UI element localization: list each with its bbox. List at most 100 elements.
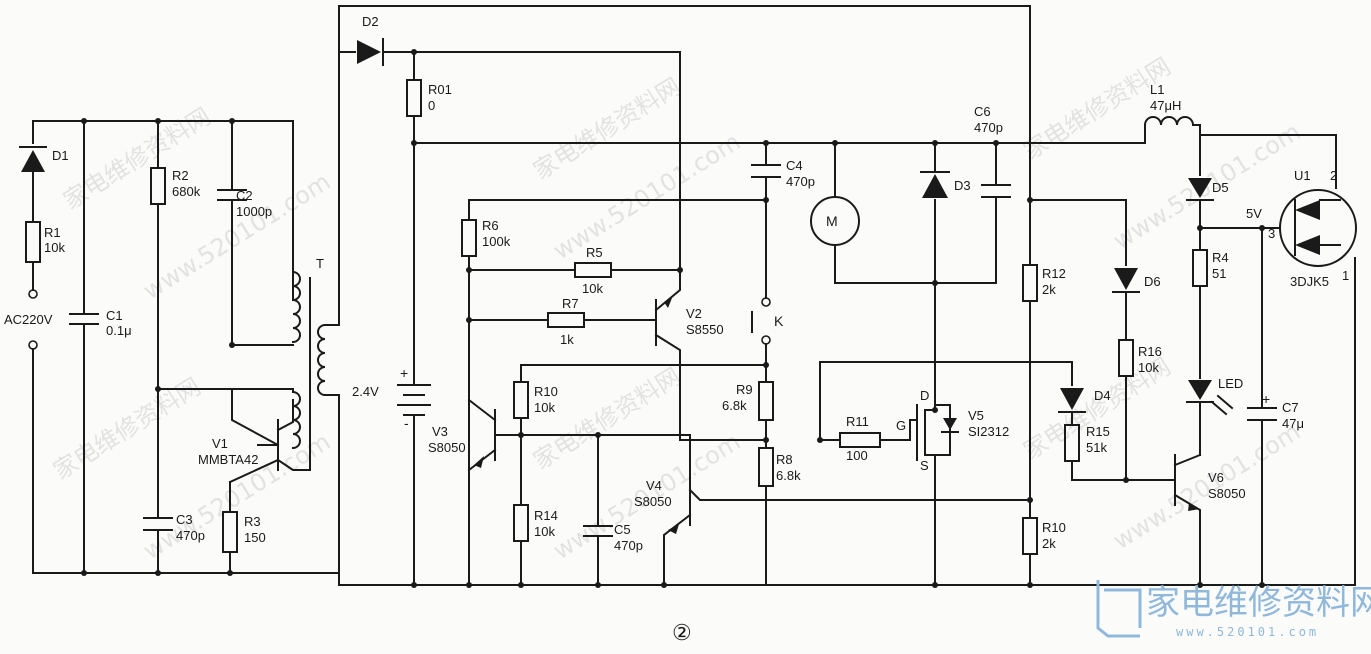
label-r6: R6 [482, 218, 499, 233]
wire [467, 398, 497, 586]
wire [32, 120, 294, 301]
label-r7-value: 1k [560, 332, 574, 347]
label-pin3: 3 [1268, 226, 1275, 241]
switch-k-terminal [761, 297, 771, 307]
label-v2: V2 [686, 306, 702, 321]
diode-d6-icon [1114, 268, 1138, 290]
label-r14-value: 10k [534, 524, 555, 539]
resistor-r12-icon [1022, 264, 1038, 302]
wire [1294, 199, 1341, 256]
wire [654, 269, 767, 441]
label-led: LED [1218, 376, 1243, 391]
label-v5: V5 [968, 408, 984, 423]
label-v3: V3 [432, 424, 448, 439]
label-r1: R1 [44, 225, 61, 240]
resistor-r10b-icon [1022, 517, 1038, 555]
motor-icon [810, 196, 860, 246]
wire [819, 361, 1073, 441]
label-t: T [316, 256, 324, 271]
wire [819, 419, 918, 441]
label-r2-value: 680k [172, 184, 201, 199]
wire [1029, 199, 1127, 266]
label-r1-value: 10k [44, 240, 65, 255]
watermark-text: 家电维修资料网 [528, 362, 685, 475]
wire [1071, 411, 1127, 481]
label-r14: R14 [534, 508, 558, 523]
label-c2: C2 [236, 188, 253, 203]
junction-dots [81, 49, 1265, 588]
label-r4: R4 [1212, 250, 1229, 265]
label-k: K [774, 313, 784, 329]
label-pin2: 2 [1330, 168, 1337, 183]
label-r4-value: 51 [1212, 266, 1226, 281]
u1-diode-icon [1295, 235, 1320, 255]
label-r10a: R10 [534, 384, 558, 399]
label-d5: D5 [1212, 180, 1229, 195]
label-c4: C4 [786, 158, 803, 173]
label-pin1: 1 [1342, 268, 1349, 283]
resistor-r16-icon [1118, 339, 1134, 377]
u1-diode-icon [1295, 200, 1320, 220]
logo-url: www.520101.com [1176, 625, 1319, 639]
resistor-r5-icon [574, 262, 612, 278]
label-r16: R16 [1138, 344, 1162, 359]
label-gate: G [896, 418, 906, 433]
transformer-primary-icon [291, 270, 301, 344]
wire [324, 394, 1201, 586]
label-r01: R01 [428, 82, 452, 97]
label-c3: C3 [176, 512, 193, 527]
capacitor-c3-icon [143, 517, 173, 531]
label-c5-value: 470p [614, 538, 643, 553]
terminal-icon [28, 340, 38, 350]
motor-section [810, 116, 1357, 586]
diode-d2-icon [357, 40, 381, 64]
wire [924, 404, 936, 586]
wire [324, 5, 1031, 326]
resistor-r01-icon [406, 79, 422, 117]
label-r11-value: 100 [846, 448, 868, 463]
label-u1: U1 [1294, 168, 1311, 183]
label-ac: AC220V [4, 312, 53, 327]
capacitor-c7-icon [1247, 407, 1277, 421]
label-r10a-value: 10k [534, 400, 555, 415]
wire [663, 513, 692, 586]
label-r2: R2 [172, 168, 189, 183]
mosfet-body-diode-icon [943, 418, 957, 430]
wire [1199, 134, 1356, 586]
label-r5-value: 10k [582, 281, 603, 296]
led-rays-icon [1210, 394, 1234, 416]
mosfet-v5-icon [916, 404, 926, 461]
logo-icon [1096, 580, 1142, 638]
label-r6-value: 100k [482, 234, 511, 249]
resistor-r11-icon [839, 432, 881, 448]
label-d2: D2 [362, 14, 379, 29]
label-r3-value: 150 [244, 530, 266, 545]
label-c3-value: 470p [176, 528, 205, 543]
diode-d1-icon [21, 150, 45, 172]
label-r12-value: 2k [1042, 282, 1056, 297]
label-r9: R9 [736, 382, 753, 397]
transformer-feedback-icon [291, 390, 301, 450]
resistor-r4-icon [1192, 249, 1208, 287]
wire [338, 51, 681, 271]
led-icon [1188, 380, 1212, 400]
label-m: M [826, 213, 838, 229]
capacitor-c1-icon [69, 313, 99, 325]
wire [228, 458, 280, 484]
transistor-v4-arrow [668, 524, 679, 534]
charger-section [19, 5, 1201, 586]
label-battery: 2.4V [352, 384, 379, 399]
logo-text: 家电维修资料网 [1146, 583, 1371, 623]
label-r01-value: 0 [428, 98, 435, 113]
label-c1-value: 0.1μ [106, 323, 132, 338]
label-bat-plus: + [400, 365, 408, 381]
watermark-url: www.520101.com [1108, 418, 1305, 556]
resistor-r1-icon [25, 221, 41, 263]
label-bat-minus: - [404, 415, 409, 431]
wire [1173, 453, 1202, 586]
label-r15-value: 51k [1086, 440, 1107, 455]
transistor-v2-arrow [664, 298, 672, 308]
label-c2-value: 1000p [236, 204, 272, 219]
label-r9-value: 6.8k [722, 398, 747, 413]
